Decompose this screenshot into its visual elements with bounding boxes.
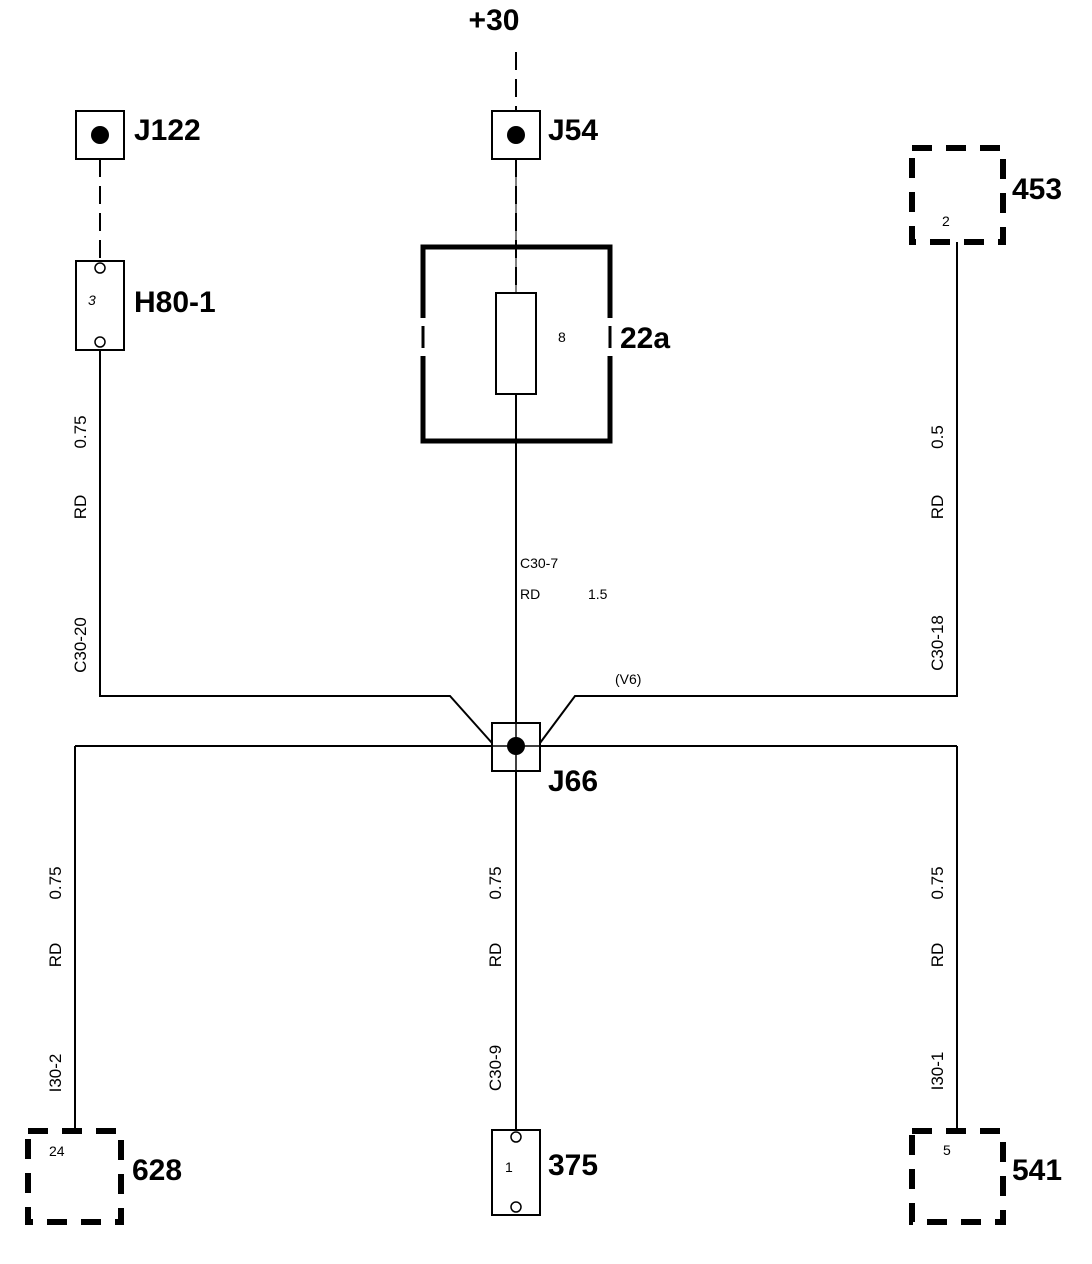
splice-j122 <box>75 110 125 160</box>
splice-j122-label: J122 <box>134 114 201 147</box>
connector-375-pin: 1 <box>505 1159 513 1175</box>
center-top-wire-cavity: C30-7 <box>520 555 558 571</box>
center-bottom-wire-color: RD <box>486 943 505 968</box>
fuse-22a-label: 22a <box>620 322 670 355</box>
left-top-wire <box>99 350 493 744</box>
left-bottom-wire-gauge: 0.75 <box>46 866 65 899</box>
connector-541 <box>909 1128 1006 1225</box>
variant-label: (V6) <box>615 671 641 687</box>
right-bottom-wire-gauge: 0.75 <box>928 866 947 899</box>
left-top-wire-gauge: 0.75 <box>71 415 90 448</box>
connector-628-label: 628 <box>132 1154 182 1187</box>
center-bottom-wire-gauge: 0.75 <box>486 866 505 899</box>
splice-j66 <box>491 722 541 772</box>
right-top-wire-color: RD <box>928 495 947 520</box>
right-top-wire-gauge: 0.5 <box>928 425 947 449</box>
left-top-wire-color: RD <box>71 495 90 520</box>
connector-375 <box>491 1129 541 1216</box>
right-bottom-wire-color: RD <box>928 943 947 968</box>
right-top-wire <box>539 242 958 744</box>
center-top-wire-color: RD <box>520 586 540 602</box>
center-bottom-wire-cavity: C30-9 <box>486 1045 505 1091</box>
right-bottom-wire-cavity: I30-1 <box>928 1052 947 1091</box>
fuse-element <box>495 292 537 395</box>
connector-375-label: 375 <box>548 1149 598 1182</box>
left-bottom-wire-cavity: I30-2 <box>46 1054 65 1093</box>
center-top-wire-gauge: 1.5 <box>588 586 608 602</box>
connector-453-label: 453 <box>1012 173 1062 206</box>
connector-h80-1 <box>75 260 125 351</box>
splice-j66-label: J66 <box>548 765 598 798</box>
connector-628 <box>25 1128 124 1225</box>
right-top-wire-cavity: C30-18 <box>928 615 947 671</box>
connector-541-label: 541 <box>1012 1154 1062 1187</box>
connector-628-pin: 24 <box>49 1143 65 1159</box>
connector-h80-1-label: H80-1 <box>134 286 216 319</box>
left-bottom-wire-color: RD <box>46 943 65 968</box>
connector-h80-1-pin: 3 <box>88 292 96 308</box>
left-top-wire-cavity: C30-20 <box>71 617 90 673</box>
connector-541-pin: 5 <box>943 1142 951 1158</box>
fuse-22a-number: 8 <box>558 329 566 345</box>
supply-label: +30 <box>469 4 520 37</box>
splice-j54-label: J54 <box>548 114 598 147</box>
connector-453-pin: 2 <box>942 213 950 229</box>
connector-453 <box>909 145 1006 245</box>
splice-j54 <box>491 110 541 160</box>
